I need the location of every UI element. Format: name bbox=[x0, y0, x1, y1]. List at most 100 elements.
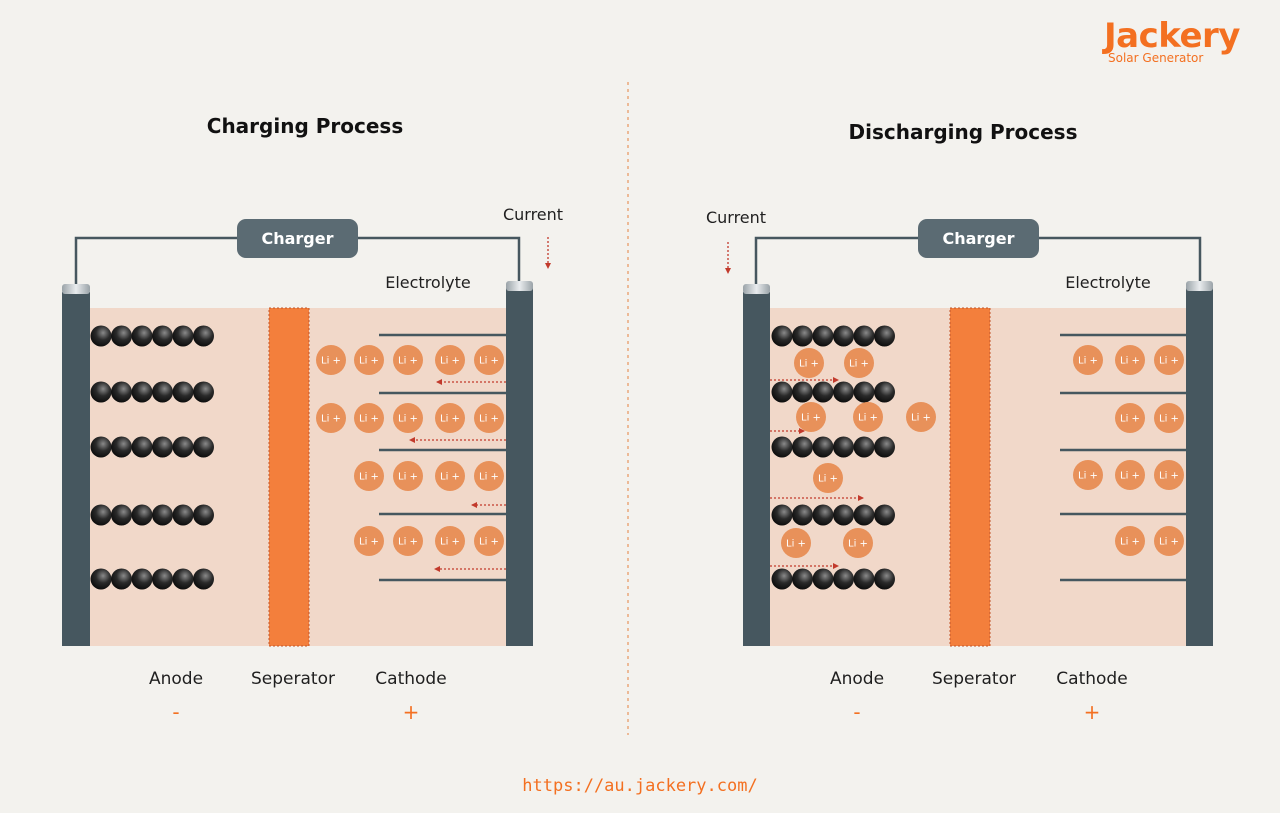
discharging-charger-label: Charger bbox=[942, 229, 1014, 248]
graphite-particle bbox=[874, 436, 895, 458]
charging-charger-label: Charger bbox=[261, 229, 333, 248]
discharging-current-label: Current bbox=[706, 208, 766, 227]
lithium-ion-label: Li + bbox=[1120, 356, 1140, 367]
lithium-ion-label: Li + bbox=[1159, 414, 1179, 425]
graphite-particle bbox=[812, 325, 834, 347]
lithium-ion-label: Li + bbox=[848, 539, 868, 550]
graphite-particle bbox=[833, 568, 854, 590]
lithium-ion bbox=[354, 526, 384, 556]
graphite-particle bbox=[193, 325, 214, 347]
discharging-wire-right bbox=[1037, 236, 1202, 290]
lithium-ion-label: Li + bbox=[440, 414, 460, 425]
graphite-particle bbox=[833, 381, 854, 403]
graphite-particle bbox=[193, 381, 214, 403]
graphite-particle bbox=[853, 436, 875, 458]
brand-logo: Jackery Solar Generator bbox=[1102, 16, 1241, 65]
discharging-cathode-collector bbox=[1186, 288, 1213, 646]
graphite-particle bbox=[792, 325, 813, 347]
graphite-particle bbox=[111, 436, 132, 458]
lithium-ion-label: Li + bbox=[440, 472, 460, 483]
lithium-ion bbox=[474, 526, 504, 556]
lithium-ion bbox=[316, 345, 346, 375]
charging-current-label: Current bbox=[503, 205, 563, 224]
charging-cathode-label: Cathode bbox=[375, 669, 446, 689]
graphite-particle bbox=[812, 381, 834, 403]
graphite-particle bbox=[193, 568, 214, 590]
lithium-ion bbox=[796, 402, 826, 432]
lithium-ion bbox=[435, 345, 465, 375]
graphite-particle bbox=[874, 325, 895, 347]
graphite-particle bbox=[792, 568, 813, 590]
lithium-ion bbox=[393, 526, 423, 556]
lithium-ion bbox=[1115, 403, 1145, 433]
discharging-lithium-ions: Li + Li + Li + Li + Li + Li + Li + Li + Li + Li +… bbox=[781, 345, 1184, 558]
graphite-particle bbox=[771, 504, 793, 526]
discharging-anode-collector bbox=[743, 292, 770, 646]
discharging-anode-label: Anode bbox=[830, 669, 884, 689]
lithium-ion-label: Li + bbox=[321, 414, 341, 425]
lithium-ion bbox=[1115, 345, 1145, 375]
lithium-ion-label: Li + bbox=[1120, 471, 1140, 482]
charging-cathode-plates bbox=[379, 333, 506, 582]
graphite-particle bbox=[812, 436, 834, 458]
lithium-ion bbox=[1154, 460, 1184, 490]
lithium-ion bbox=[474, 461, 504, 491]
lithium-ion-label: Li + bbox=[849, 359, 869, 370]
discharging-title: Discharging Process bbox=[849, 120, 1078, 144]
charging-separator-label: Seperator bbox=[251, 669, 335, 689]
lithium-ion-label: Li + bbox=[398, 537, 418, 548]
lithium-ion-label: Li + bbox=[1159, 356, 1179, 367]
graphite-particle bbox=[193, 436, 214, 458]
lithium-ion bbox=[435, 526, 465, 556]
discharging-separator bbox=[949, 307, 991, 647]
discharging-separator-label: Seperator bbox=[932, 669, 1016, 689]
charging-anode-collector bbox=[62, 292, 90, 646]
graphite-particle bbox=[833, 325, 854, 347]
lithium-ion bbox=[1073, 345, 1103, 375]
lithium-ion-label: Li + bbox=[818, 474, 838, 485]
graphite-particle bbox=[874, 504, 895, 526]
graphite-particle bbox=[771, 381, 793, 403]
discharging-anode-sign: - bbox=[853, 700, 860, 724]
graphite-particle bbox=[792, 504, 813, 526]
lithium-ion bbox=[393, 345, 423, 375]
charging-title: Charging Process bbox=[207, 114, 403, 138]
charging-panel: Charging Process Charger Current Electro… bbox=[62, 114, 563, 724]
lithium-ion bbox=[853, 402, 883, 432]
lithium-ion bbox=[354, 403, 384, 433]
graphite-particle bbox=[812, 568, 834, 590]
graphite-particle bbox=[771, 436, 793, 458]
lithium-ion bbox=[354, 345, 384, 375]
lithium-ion bbox=[435, 461, 465, 491]
graphite-particle bbox=[172, 568, 194, 590]
graphite-particle bbox=[853, 568, 875, 590]
charging-ion-arrows bbox=[409, 379, 506, 572]
graphite-particle bbox=[90, 381, 112, 403]
lithium-ion bbox=[794, 348, 824, 378]
lithium-ion-label: Li + bbox=[786, 539, 806, 550]
graphite-particle bbox=[193, 504, 214, 526]
brand-name: Jackery bbox=[1102, 16, 1240, 56]
graphite-particle bbox=[812, 504, 834, 526]
graphite-particle bbox=[131, 504, 153, 526]
graphite-particle bbox=[833, 504, 854, 526]
graphite-particle bbox=[874, 568, 895, 590]
graphite-particle bbox=[111, 504, 132, 526]
lithium-ion bbox=[474, 403, 504, 433]
graphite-particle bbox=[111, 325, 132, 347]
graphite-particle bbox=[152, 436, 173, 458]
lithium-ion-label: Li + bbox=[359, 537, 379, 548]
graphite-particle bbox=[853, 504, 875, 526]
lithium-ion-label: Li + bbox=[1159, 537, 1179, 548]
graphite-particle bbox=[792, 436, 813, 458]
discharging-cathode-plates bbox=[1060, 333, 1186, 582]
lithium-ion bbox=[781, 528, 811, 558]
charging-lithium-ions: Li +Li +Li +Li +Li +Li +Li +Li +Li +Li +… bbox=[316, 345, 504, 556]
discharging-anode-terminal bbox=[743, 284, 770, 294]
graphite-particle bbox=[90, 568, 112, 590]
graphite-particle bbox=[90, 325, 112, 347]
lithium-ion bbox=[1154, 526, 1184, 556]
lithium-ion-label: Li + bbox=[1078, 471, 1098, 482]
lithium-ion bbox=[316, 403, 346, 433]
graphite-particle bbox=[874, 381, 895, 403]
